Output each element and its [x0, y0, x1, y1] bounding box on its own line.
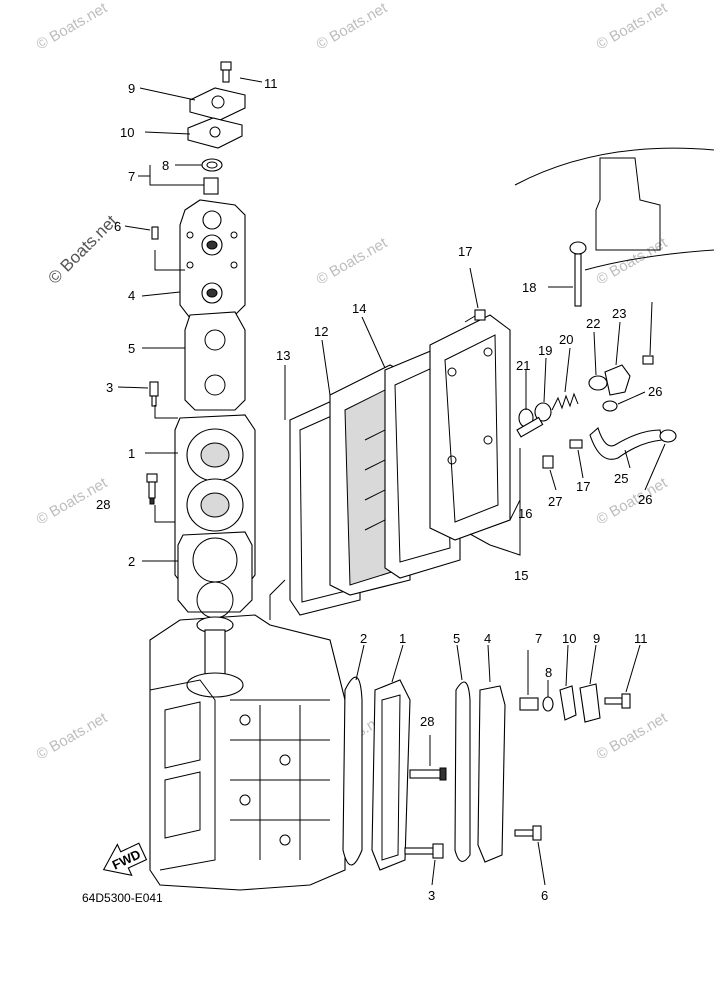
watermark-prominent: © Boats.net — [44, 211, 121, 288]
fwd-arrow: FWD — [102, 842, 148, 877]
watermark: © Boats.net — [594, 709, 671, 763]
watermark: © Boats.net — [34, 0, 111, 53]
callout-5: 5 — [453, 631, 460, 646]
callout-27: 27 — [548, 494, 562, 509]
callout-1: 1 — [399, 631, 406, 646]
callout-16: 16 — [518, 506, 532, 521]
thermostat-hose-group — [516, 241, 677, 469]
cowling-outline — [514, 147, 714, 271]
watermark: © Boats.net — [594, 234, 671, 288]
exhaust-cover-group — [289, 309, 511, 616]
callout-7: 7 — [128, 169, 135, 184]
callout-3: 3 — [106, 380, 113, 395]
watermark: © Boats.net — [314, 0, 391, 53]
callout-22: 22 — [586, 316, 600, 331]
callout-19: 19 — [538, 343, 552, 358]
watermark: © Boats.net — [594, 0, 671, 53]
callout-17: 17 — [576, 479, 590, 494]
callout-12: 12 — [314, 324, 328, 339]
callout-3: 3 — [428, 888, 435, 903]
callout-7: 7 — [535, 631, 542, 646]
callout-13: 13 — [276, 348, 290, 363]
callout-26: 26 — [648, 384, 662, 399]
callout-10: 10 — [562, 631, 576, 646]
callout-15: 15 — [514, 568, 528, 583]
callout-21: 21 — [516, 358, 530, 373]
diagram-code: 64D5300-E041 — [82, 891, 163, 905]
watermark: © Boats.net — [314, 234, 391, 288]
callout-2: 2 — [128, 554, 135, 569]
callout-18: 18 — [522, 280, 536, 295]
callout-5: 5 — [128, 341, 135, 356]
callout-28: 28 — [420, 714, 434, 729]
callout-2: 2 — [360, 631, 367, 646]
callout-20: 20 — [559, 332, 573, 347]
callout-11: 11 — [634, 631, 648, 646]
callout-8: 8 — [545, 665, 552, 680]
cylinder-head-stack — [146, 61, 256, 619]
watermark-layer: © Boats.net © Boats.net © Boats.net © Bo… — [34, 0, 671, 763]
callout-6: 6 — [114, 219, 121, 234]
callout-4: 4 — [484, 631, 491, 646]
cylinder-block — [149, 614, 346, 891]
callout-9: 9 — [128, 81, 135, 96]
callout-11: 11 — [264, 76, 278, 91]
callout-labels: 11 9 10 8 7 6 4 5 3 1 28 2 13 12 14 17 1… — [96, 76, 662, 903]
callout-9: 9 — [593, 631, 600, 646]
callout-26: 26 — [638, 492, 652, 507]
callout-14: 14 — [352, 301, 366, 316]
callout-17: 17 — [458, 244, 472, 259]
callout-10: 10 — [120, 125, 134, 140]
callout-1: 1 — [128, 446, 135, 461]
side-view-parts — [342, 676, 631, 871]
callout-6: 6 — [541, 888, 548, 903]
callout-8: 8 — [162, 158, 169, 173]
watermark: © Boats.net — [34, 709, 111, 763]
callout-25: 25 — [614, 471, 628, 486]
callout-28: 28 — [96, 497, 110, 512]
callout-4: 4 — [128, 288, 135, 303]
leader-lines — [117, 77, 666, 886]
watermark: © Boats.net — [594, 474, 671, 528]
callout-23: 23 — [612, 306, 626, 321]
